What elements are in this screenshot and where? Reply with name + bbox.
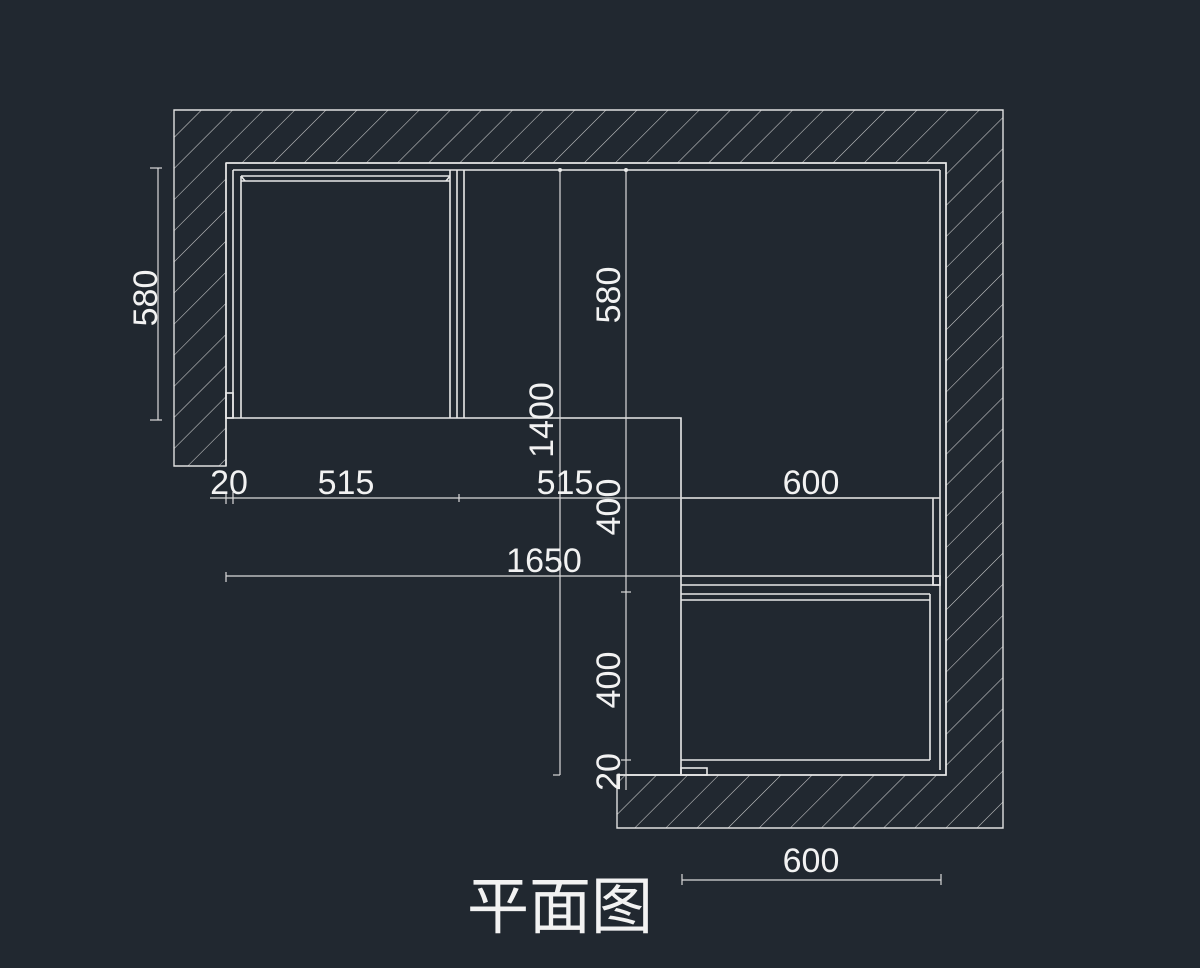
dim-bottom-20: 20 [590,753,628,791]
dimension-lines [150,167,942,885]
dim-1400: 1400 [523,382,561,458]
dim-400-upper: 400 [590,479,628,536]
dim-top-600: 600 [783,464,840,502]
dim-515-b: 515 [537,464,594,502]
dim-400-lower: 400 [590,652,628,709]
dim-top-20: 20 [210,464,248,502]
dim-515-a: 515 [318,464,375,502]
dim-left-580: 580 [127,270,165,327]
dim-mid-580: 580 [590,267,628,324]
dim-1650: 1650 [506,542,582,580]
drawing-title: 平面图 [467,870,653,943]
left-compartment [240,170,465,418]
dim-bottom-600: 600 [783,842,840,880]
lower-right-compartment [681,593,931,761]
